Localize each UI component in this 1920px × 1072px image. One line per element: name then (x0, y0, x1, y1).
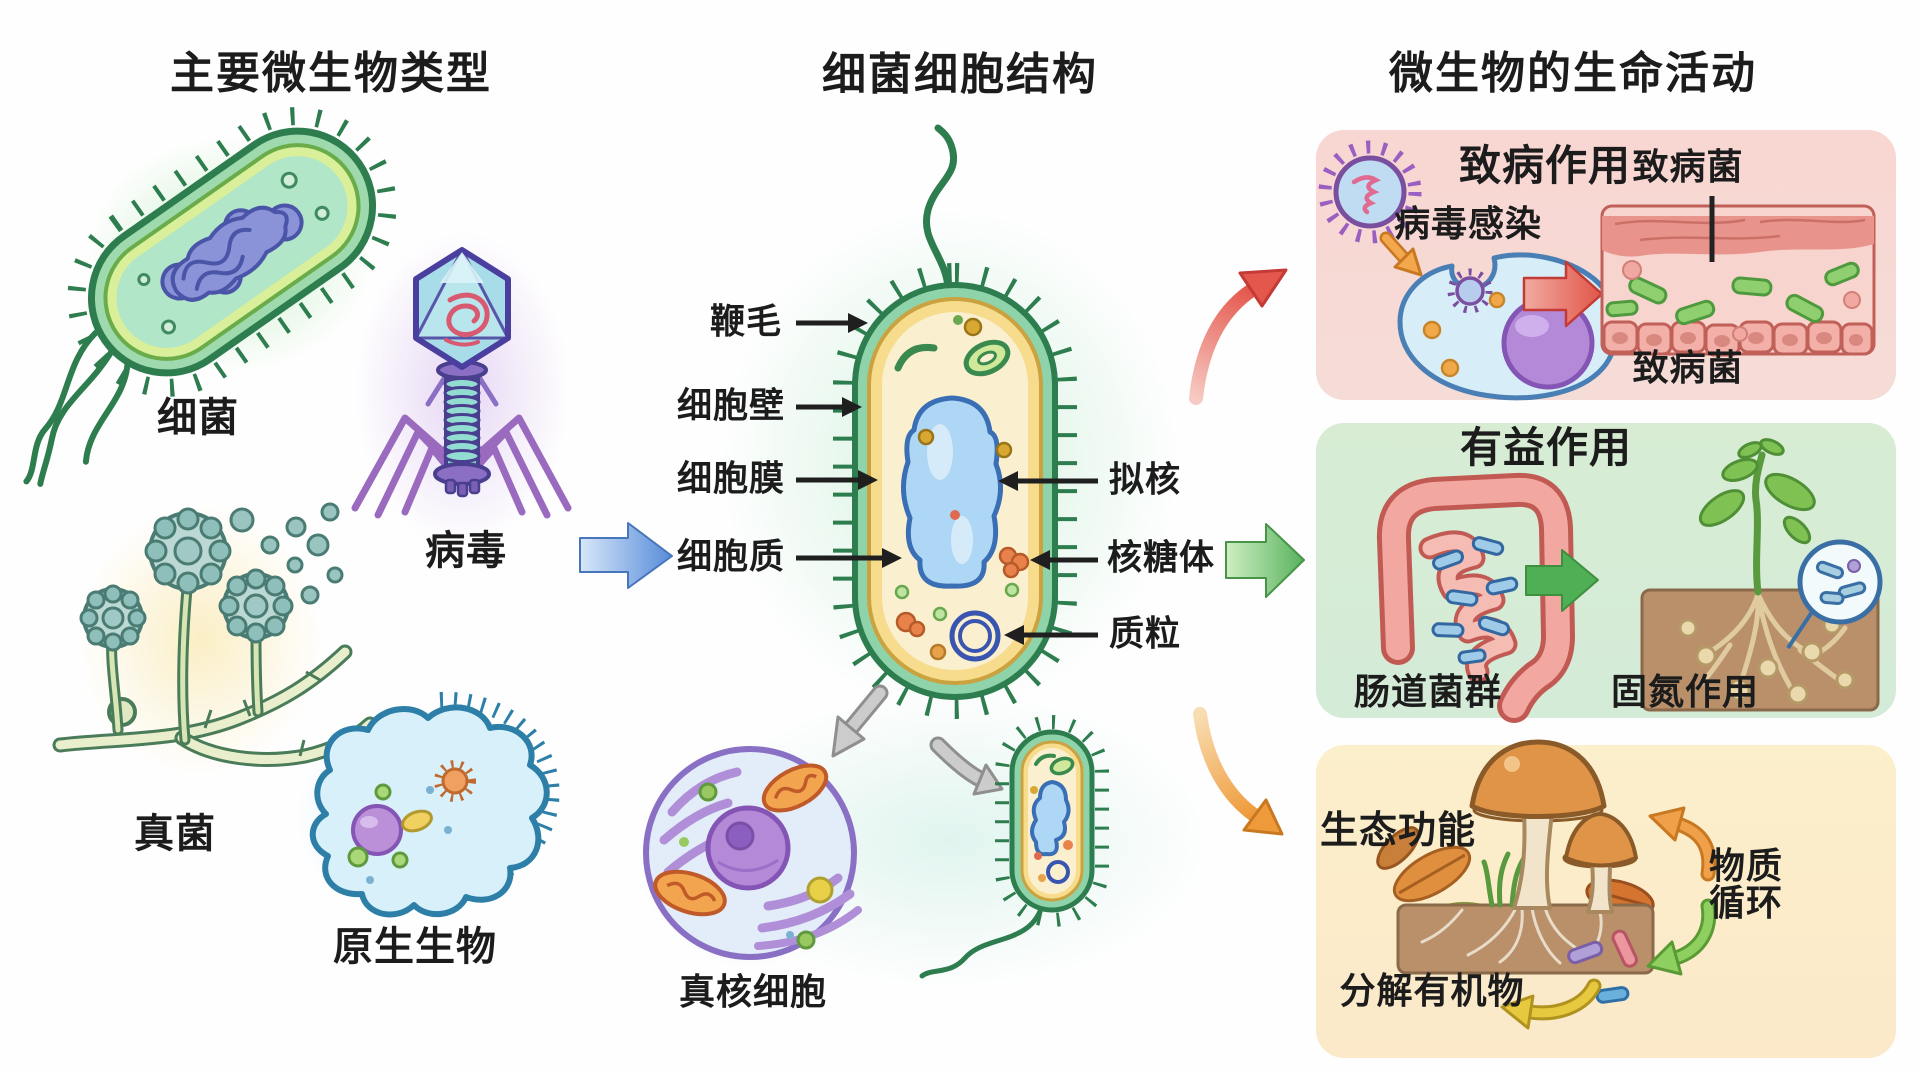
label-protist: 原生生物 (333, 925, 497, 969)
label-cell-membrane: 细胞膜 (676, 459, 786, 499)
pathogenic-title: 致病作用 (1458, 141, 1632, 189)
infected-cell-icon (1397, 252, 1620, 401)
infection-arrow (1379, 231, 1423, 277)
label-material-cycle-1: 物质 (1708, 845, 1784, 887)
section-title-life-activities: 微生物的生命活动 (1389, 48, 1757, 98)
blue-arrow (579, 522, 673, 589)
label-gut-flora: 肠道菌群 (1353, 671, 1503, 713)
orange-curved-arrow (1193, 707, 1284, 836)
tissue-icon (1600, 196, 1876, 357)
label-plasmid: 质粒 (1108, 614, 1182, 654)
label-pathogen-bottom: 致病菌 (1632, 347, 1744, 389)
section-title-cell-structure: 细菌细胞结构 (822, 49, 1098, 99)
label-cytoplasm: 细胞质 (676, 537, 786, 577)
ribosome-cluster-2 (895, 611, 926, 638)
small-bacterium-icon (919, 715, 1109, 979)
label-virus: 病毒 (425, 529, 507, 573)
label-eukaryotic-cell: 真核细胞 (678, 971, 828, 1013)
label-fungi: 真菌 (134, 812, 216, 856)
label-flagellum: 鞭毛 (709, 302, 783, 342)
label-arrows (796, 313, 1098, 645)
beneficial-title: 有益作用 (1459, 423, 1633, 471)
gray-arrow-to-eukaryote (831, 684, 889, 758)
bacterial-cell-diagram (833, 124, 1077, 719)
ecological-title: 生态功能 (1319, 810, 1477, 853)
plant-roots-icon (1640, 438, 1883, 712)
cycle-arrow-green (1646, 898, 1717, 976)
intestine-icon (1376, 472, 1575, 723)
cycle-arrow-orange (1648, 806, 1717, 882)
eukaryotic-cell-icon (643, 746, 862, 960)
label-nitrogen-fixation: 固氮作用 (1610, 671, 1760, 713)
label-ribosome: 核糖体 (1106, 538, 1216, 578)
mold-icon (52, 502, 378, 767)
bacterium-icon (23, 107, 397, 487)
label-decomposition: 分解有机物 (1339, 970, 1525, 1012)
label-bacteria: 细菌 (157, 396, 239, 440)
green-arrow (1225, 523, 1305, 598)
soil-bacteria-icon (1567, 929, 1638, 1004)
label-cell-wall: 细胞壁 (676, 386, 786, 426)
label-material-cycle-2: 循环 (1708, 882, 1784, 924)
ribosome-cluster (998, 546, 1030, 579)
gray-arrow-to-small-bacterium (929, 736, 1004, 796)
label-pathogen-top: 致病菌 (1632, 146, 1744, 188)
mushroom-icon (1376, 739, 1655, 1004)
section-title-microbe-types: 主要微生物类型 (170, 48, 492, 98)
red-block-arrow (1522, 260, 1604, 328)
cycle-arrow-yellow (1500, 978, 1602, 1030)
amoeba-icon (309, 691, 560, 918)
red-curved-arrow (1189, 268, 1288, 405)
label-viral-infection: 病毒感染 (1393, 203, 1543, 245)
virus-particle-icon (1318, 140, 1422, 244)
label-nucleoid: 拟核 (1108, 460, 1182, 500)
bacteriophage-icon (351, 246, 572, 519)
beneficial-arrow (1525, 549, 1599, 612)
